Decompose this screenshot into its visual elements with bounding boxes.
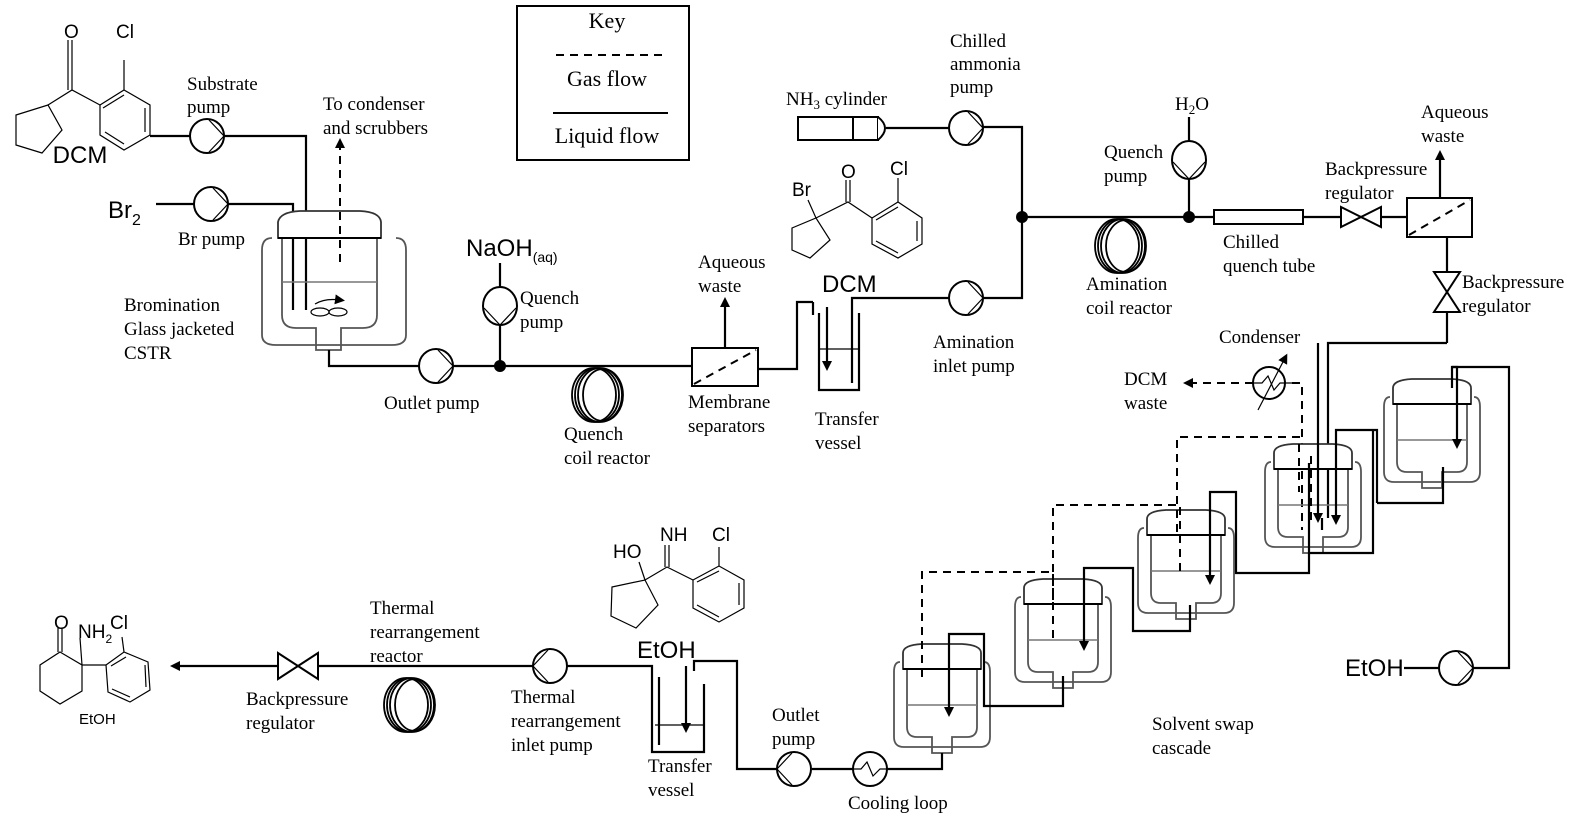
junction-node (1183, 211, 1195, 223)
etoh-feed-pump-icon[interactable] (1438, 650, 1474, 686)
backpressure-regulator-3[interactable] (277, 651, 319, 681)
bromine-feed: Br2 (108, 197, 141, 229)
membrane-separator-2[interactable] (1406, 197, 1473, 238)
water-quench-pump-icon[interactable] (1171, 140, 1207, 180)
hydroxyimine-molecule: HO NH Cl (610, 525, 745, 629)
cascade-etoh-feed: EtOH (1345, 655, 1404, 682)
gas-flow-label: Gas flow (567, 66, 647, 91)
transfer-solvent-etoh: EtOH (637, 637, 696, 664)
outlet-pump-icon[interactable] (418, 348, 454, 384)
backpressure-regulator-2[interactable] (1432, 271, 1462, 313)
bromoketone-molecule: Br O Cl (791, 159, 923, 259)
backpressure-regulator-1[interactable] (1340, 205, 1382, 229)
feed-solvent-dcm: DCM (53, 142, 108, 169)
product-molecule: O NH2 Cl (39, 613, 151, 705)
transfer-vessel-2[interactable] (650, 674, 706, 754)
cooling-loop-label: Cooling loop (848, 793, 948, 814)
naoh-quench-pump-icon[interactable] (482, 286, 518, 326)
br-pump-icon[interactable] (193, 186, 229, 222)
chilled-quench-tube[interactable] (1213, 209, 1304, 225)
legend-key: Key Gas flow Liquid flow (516, 5, 690, 161)
cascade-gas-line (1176, 436, 1300, 532)
svg-text:HO: HO (613, 542, 642, 563)
cascade-reactor-1[interactable] (893, 643, 991, 754)
thermal-inlet-pump-icon[interactable] (532, 648, 568, 684)
svg-text:Cl: Cl (110, 613, 128, 634)
svg-text:Cl: Cl (890, 159, 908, 180)
quench-coil-reactor-icon[interactable] (571, 367, 624, 423)
transfer-solvent-dcm: DCM (822, 271, 877, 298)
nh3-cylinder-label: NH3 cylinder (786, 89, 888, 112)
br-pump-label: Br pump (178, 229, 245, 250)
nh3-cylinder[interactable] (797, 116, 886, 141)
transfer-vessel-1[interactable] (817, 310, 861, 392)
atom-label: Cl (116, 22, 134, 43)
cascade-gas-line (921, 571, 1054, 677)
reactor-outlet-line (327, 350, 692, 368)
outlet-pump-label: Outlet pump (384, 393, 480, 414)
key-title: Key (589, 8, 626, 33)
cascade-reactor-5[interactable] (1383, 378, 1481, 489)
junction-node (494, 360, 506, 372)
water-feed-label: H2O (1175, 94, 1209, 117)
cascade-gas-line (1052, 504, 1181, 600)
svg-text:Cl: Cl (712, 525, 730, 546)
bromination-cstr[interactable] (261, 210, 407, 351)
svg-text:Br: Br (792, 180, 812, 201)
product-solvent-etoh: EtOH (79, 711, 116, 728)
cascade-reactor-2[interactable] (1014, 578, 1112, 689)
cooling-loop-icon[interactable] (852, 751, 888, 787)
naoh-feed: NaOH(aq) (466, 235, 558, 265)
liquid-flow-label: Liquid flow (555, 123, 660, 148)
thermal-rearrangement-reactor-icon[interactable] (383, 677, 436, 733)
amination-coil-reactor-icon[interactable] (1094, 218, 1147, 274)
cascade-reactor-4[interactable] (1264, 443, 1362, 554)
condenser-icon[interactable] (1252, 353, 1292, 411)
svg-text:NH2: NH2 (78, 622, 112, 646)
cascade-reactor-3[interactable] (1137, 509, 1235, 620)
condenser-label: Condenser (1219, 327, 1301, 348)
ammonia-pump-icon[interactable] (948, 110, 984, 146)
svg-text:O: O (841, 162, 856, 183)
membrane-separator[interactable] (691, 347, 759, 387)
amination-inlet-pump-icon[interactable] (948, 280, 984, 316)
substrate-molecule: O Cl (15, 22, 151, 154)
svg-text:O: O (54, 613, 69, 634)
atom-label: O (64, 22, 79, 43)
outlet-pump-2-icon[interactable] (776, 751, 812, 787)
svg-text:NH: NH (660, 525, 687, 546)
stirrer-icon (314, 294, 345, 305)
substrate-pump-icon[interactable] (189, 118, 225, 154)
